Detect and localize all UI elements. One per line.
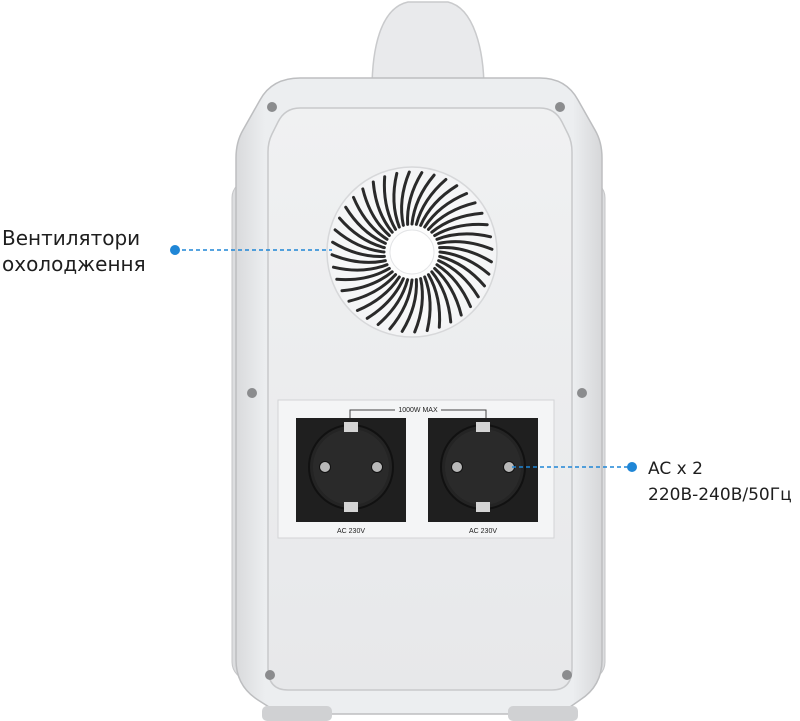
fan-slot bbox=[423, 275, 432, 333]
fan-slot bbox=[352, 195, 389, 241]
fan-slot bbox=[388, 278, 414, 331]
left-foot bbox=[262, 706, 332, 721]
fan-slot bbox=[330, 253, 387, 264]
fan-slot bbox=[438, 254, 486, 288]
fan-slot bbox=[435, 263, 472, 309]
fan-slot bbox=[437, 240, 494, 251]
fan-slot bbox=[361, 187, 391, 238]
fan-slot bbox=[426, 201, 477, 231]
screw bbox=[562, 670, 572, 680]
fan-slot bbox=[438, 250, 491, 276]
fan-leader bbox=[170, 245, 332, 255]
fan-slot bbox=[414, 178, 448, 226]
fan-slot bbox=[365, 277, 405, 320]
fan-slot bbox=[371, 180, 394, 234]
carry-handle bbox=[371, 1, 485, 91]
socket-label-2: AC 230V bbox=[469, 528, 497, 535]
fan-slot bbox=[340, 270, 394, 293]
callout-ac-line2: 220В-240В/50Гц bbox=[648, 485, 792, 505]
ac-leader bbox=[512, 462, 637, 472]
fan-slot bbox=[355, 275, 401, 312]
screws bbox=[247, 102, 587, 680]
ac-socket-2 bbox=[428, 418, 538, 522]
ac-socket-1 bbox=[296, 418, 406, 522]
callout-fan-line2: охолодження bbox=[2, 252, 146, 276]
fan-slot bbox=[423, 192, 469, 229]
fan-slot bbox=[426, 273, 442, 329]
fan-slot bbox=[382, 175, 398, 231]
fan-slot bbox=[438, 246, 493, 264]
callout-ac-line1: AC x 2 bbox=[648, 459, 703, 479]
screw bbox=[555, 102, 565, 112]
screw bbox=[577, 388, 587, 398]
fan-slot bbox=[413, 277, 424, 334]
max-label: 1000W MAX bbox=[398, 407, 438, 414]
screw bbox=[247, 388, 257, 398]
fan-slot bbox=[410, 173, 436, 226]
fan-slot bbox=[400, 278, 418, 333]
fan-slot bbox=[430, 270, 453, 324]
fan-slot bbox=[437, 259, 480, 299]
socket-label-1: AC 230V bbox=[337, 528, 365, 535]
fan-slot bbox=[344, 205, 387, 245]
fan-slot bbox=[430, 211, 484, 234]
fan-slot bbox=[433, 266, 463, 317]
fan-slot bbox=[392, 171, 401, 229]
fan-slot bbox=[333, 228, 386, 254]
fan-slot bbox=[335, 266, 391, 282]
fan-slot bbox=[400, 170, 411, 227]
fan-slot bbox=[347, 273, 398, 303]
callout-ac-outlets: AC x 2 220В-240В/50Гц bbox=[648, 456, 792, 508]
callout-cooling-fans: Вентилятори охолодження bbox=[2, 225, 146, 277]
right-foot bbox=[508, 706, 578, 721]
screw bbox=[267, 102, 277, 112]
fan-slot bbox=[419, 184, 459, 227]
fan-slot bbox=[376, 278, 410, 326]
fan-slot bbox=[331, 240, 386, 258]
cooling-fan bbox=[326, 166, 498, 338]
fan-slot bbox=[338, 216, 386, 250]
fan-slot bbox=[435, 232, 493, 241]
callout-fan-line1: Вентилятори bbox=[2, 226, 141, 250]
screw bbox=[265, 670, 275, 680]
fan-slot bbox=[433, 222, 489, 238]
fan-slot bbox=[331, 263, 389, 272]
fan-slot bbox=[406, 171, 424, 226]
